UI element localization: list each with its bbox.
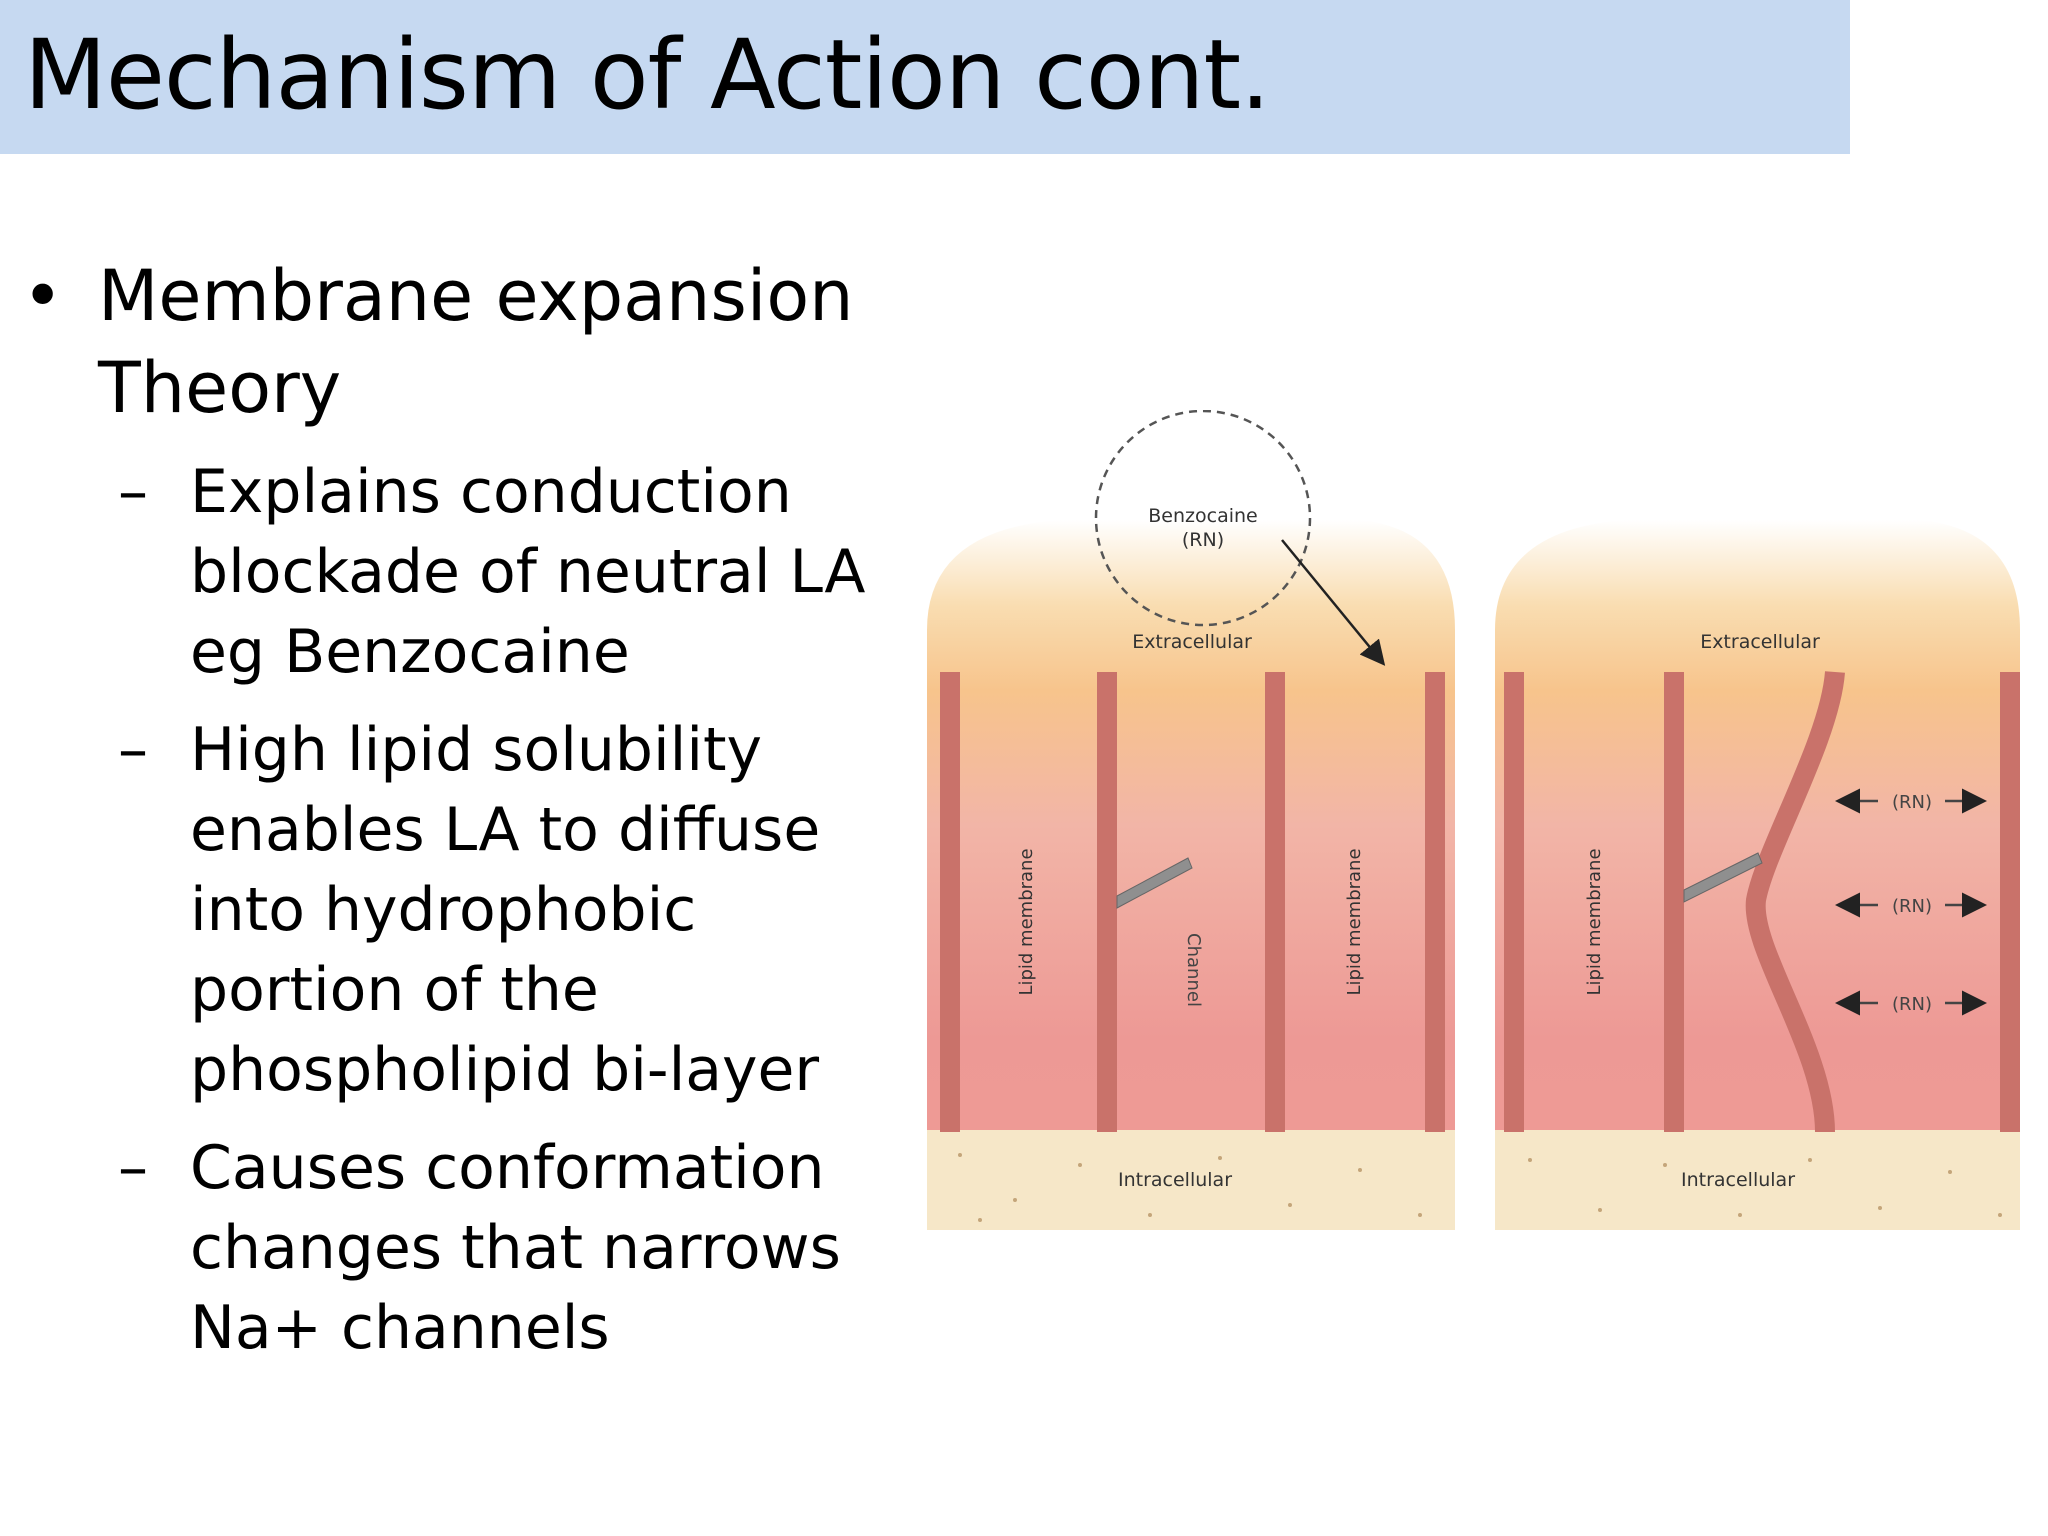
bullet-marker: •: [22, 255, 64, 337]
membrane-wall: [1664, 672, 1684, 1132]
dash-marker: –: [118, 1133, 148, 1203]
entry-arrow: [1281, 539, 1386, 666]
sub-item-3-line: Na+ channels: [190, 1293, 610, 1363]
membrane-wall: [1425, 672, 1445, 1132]
left-panel-background: [927, 520, 1455, 1130]
sub-item-3-line: changes that narrows: [190, 1213, 841, 1283]
extracellular-label: Extracellular: [1700, 631, 1820, 653]
extracellular-label: Extracellular: [1132, 631, 1252, 653]
gate-paddle: [1683, 852, 1763, 903]
lipid-membrane-label: Lipid membrane: [1584, 848, 1605, 995]
benzocaine-rn-label: (RN): [1182, 529, 1224, 551]
right-panel-background: [1495, 520, 2020, 1130]
intracellular-dots: [958, 1153, 1422, 1222]
rn-label: (RN): [1892, 792, 1932, 813]
membrane-wall: [1265, 672, 1285, 1132]
rn-expansion-arrows: [1835, 788, 1987, 1016]
membrane-wall: [1097, 672, 1117, 1132]
sub-item-2-line: phospholipid bi-layer: [190, 1035, 820, 1105]
intracellular-dots: [1528, 1158, 2002, 1217]
sub-item-1-line: Explains conduction: [190, 457, 792, 527]
benzocaine-label: Benzocaine: [1148, 505, 1257, 527]
sub-item-2-line: into hydrophobic: [190, 875, 697, 945]
sub-item-2-line: enables LA to diffuse: [190, 795, 821, 865]
membrane-expansion-diagram: Benzocaine (RN) Extracellular Intracellu…: [927, 410, 2020, 1230]
left-panel: Benzocaine (RN) Extracellular Intracellu…: [927, 410, 1455, 1230]
sub-item-1-line: eg Benzocaine: [190, 617, 630, 687]
intracellular-label: Intracellular: [1118, 1169, 1232, 1191]
expanded-membrane-wall: [1745, 670, 1845, 1133]
sub-item-1-line: blockade of neutral LA: [190, 537, 866, 607]
benzocaine-circle: [1094, 410, 1312, 627]
intracellular-label: Intracellular: [1681, 1169, 1795, 1191]
slide-title: Mechanism of Action cont.: [24, 19, 1271, 131]
dash-marker: –: [118, 715, 148, 785]
sub-item-2-line: High lipid solubility: [190, 715, 763, 785]
membrane-wall: [2000, 672, 2020, 1132]
sub-item-2-line: portion of the: [190, 955, 599, 1025]
title-bar: Mechanism of Action cont.: [0, 0, 1850, 154]
channel-label: Channel: [1183, 933, 1204, 1007]
left-intracellular-zone: [927, 1130, 1455, 1230]
right-intracellular-zone: [1495, 1130, 2020, 1230]
dash-marker: –: [118, 457, 148, 527]
membrane-wall: [940, 672, 960, 1132]
sub-item-3-line: Causes conformation: [190, 1133, 825, 1203]
rn-label: (RN): [1892, 994, 1932, 1015]
lipid-membrane-label: Lipid membrane: [1016, 848, 1037, 995]
rn-label: (RN): [1892, 896, 1932, 917]
membrane-wall: [1504, 672, 1524, 1132]
gate-paddle: [1116, 857, 1193, 909]
main-bullet-text: Membrane expansion Theory: [98, 255, 854, 429]
right-panel: Extracellular Intracellular Lipid membra…: [1495, 520, 2020, 1230]
lipid-membrane-label: Lipid membrane: [1344, 848, 1365, 995]
